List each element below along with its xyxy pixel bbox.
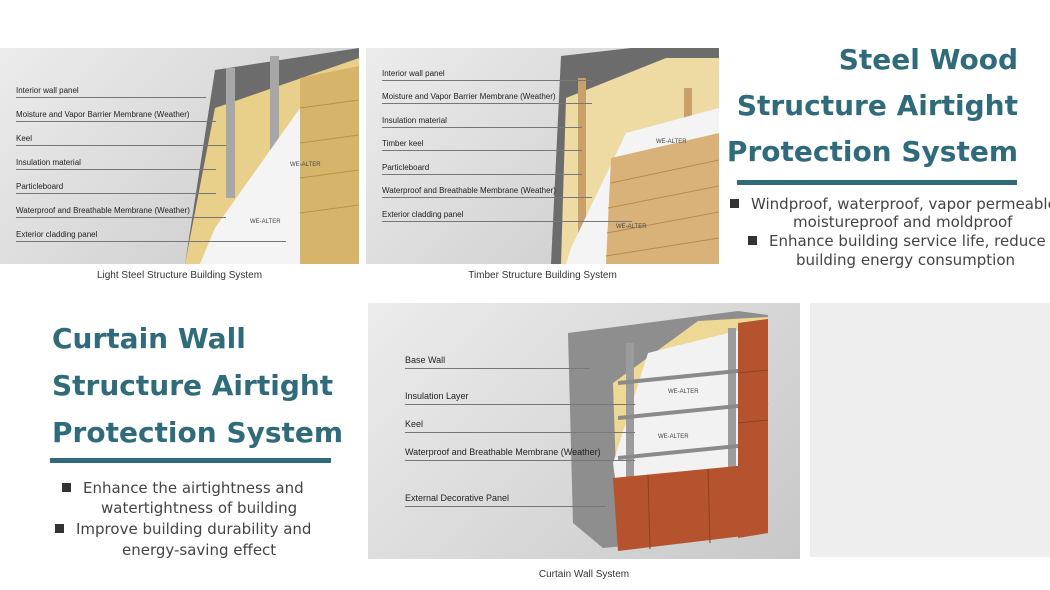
callout-label: Moisture and Vapor Barrier Membrane (Wea…	[16, 110, 190, 119]
light-steel-diagram: WE-ALTER WE-ALTER Interior wall panel Moi…	[0, 48, 359, 264]
callout-line	[405, 368, 590, 369]
timber-diagram: WE-ALTER WE-ALTER Interior wall panel Moi…	[366, 48, 719, 264]
callout-label: Insulation Layer	[405, 391, 469, 401]
keel-post	[270, 56, 279, 196]
callout-line	[16, 121, 216, 122]
steel-wood-bullet: Enhance building service life, reduce	[748, 232, 1046, 251]
callout-label: Timber keel	[382, 139, 424, 148]
keel-post	[626, 343, 634, 483]
callout-line	[382, 150, 582, 151]
steel-wood-title-line: Structure Airtight	[736, 89, 1018, 122]
steel-wood-bullet-continuation: moistureproof and moldproof	[793, 213, 1013, 231]
brand-label: WE-ALTER	[250, 219, 281, 225]
callout-label: Particleboard	[382, 163, 430, 172]
callout-label: Waterproof and Breathable Membrane (Weat…	[16, 206, 190, 215]
callout-label: Exterior cladding panel	[382, 210, 464, 219]
callout-line	[405, 432, 635, 433]
callout-label: Keel	[405, 419, 424, 429]
callout-label: Base Wall	[405, 355, 446, 365]
callout-line	[16, 97, 206, 98]
brand-label: WE-ALTER	[668, 389, 699, 395]
steel-wood-title-underline	[737, 180, 1017, 185]
brand-label: WE-ALTER	[290, 162, 321, 168]
light-steel-caption: Light Steel Structure Building System	[96, 270, 263, 281]
bullet-text: Enhance the airtightness and	[83, 479, 304, 497]
callout-label: External Decorative Panel	[405, 493, 510, 503]
callout-line	[16, 193, 216, 194]
bullet-text: Improve building durability and	[76, 520, 312, 538]
cladding-layer	[300, 66, 359, 264]
callout-line	[382, 103, 592, 104]
bullet-text: Windproof, waterproof, vapor permeable,	[751, 195, 1050, 213]
blank-panel	[810, 303, 1050, 557]
callout-line	[382, 80, 592, 81]
callout-line	[382, 221, 632, 222]
bullet-square-icon	[730, 199, 739, 208]
timber-caption: Timber Structure Building System	[468, 270, 617, 281]
brand-label: WE-ALTER	[658, 434, 689, 440]
curtain-wall-caption: Curtain Wall System	[538, 569, 630, 580]
callout-line	[405, 460, 635, 461]
callout-line	[16, 241, 286, 242]
curtain-wall-illustration: WE-ALTER WE-ALTER	[568, 311, 769, 551]
callout-label: Exterior cladding panel	[16, 230, 98, 239]
steel-wood-bullet: Windproof, waterproof, vapor permeable,	[730, 195, 1050, 214]
timber-illustration: WE-ALTER WE-ALTER	[551, 48, 719, 264]
steel-wood-title-line: Steel Wood	[838, 43, 1018, 76]
bullet-text: Enhance building service life, reduce	[769, 232, 1046, 250]
callout-line	[16, 217, 226, 218]
callout-line	[382, 174, 582, 175]
bullet-square-icon	[62, 483, 71, 492]
curtain-wall-title-line: Curtain Wall	[52, 322, 246, 355]
bullet-square-icon	[55, 524, 64, 533]
curtain-wall-bullet-continuation: watertightness of building	[101, 499, 298, 517]
callout-line	[16, 145, 226, 146]
callout-label: Moisture and Vapor Barrier Membrane (Wea…	[382, 92, 556, 101]
callout-line	[405, 404, 635, 405]
callout-line	[382, 127, 582, 128]
steel-wood-bullet-continuation: building energy consumption	[796, 251, 1016, 269]
callout-line	[382, 197, 592, 198]
callout-line	[405, 506, 605, 507]
callout-label: Waterproof and Breathable Membrane (Weat…	[382, 186, 556, 195]
callout-label: Waterproof and Breathable Membrane (Weat…	[405, 447, 601, 457]
callout-label: Keel	[16, 134, 33, 143]
light-steel-illustration: WE-ALTER WE-ALTER	[185, 48, 359, 264]
callout-line	[16, 169, 216, 170]
curtain-wall-title-line: Structure Airtight	[52, 369, 334, 402]
curtain-wall-bullet-continuation: energy-saving effect	[122, 541, 277, 559]
curtain-wall-title-underline	[50, 458, 331, 463]
callout-label: Insulation material	[382, 116, 447, 125]
curtain-wall-bullet: Enhance the airtightness and	[62, 479, 304, 498]
timber-keel	[578, 78, 586, 238]
brand-label: WE-ALTER	[656, 139, 687, 145]
keel-post	[226, 68, 235, 198]
callout-label: Interior wall panel	[16, 86, 79, 95]
callout-label: Interior wall panel	[382, 69, 445, 78]
curtain-wall-diagram: WE-ALTER WE-ALTER Base Wall Insulation La…	[368, 303, 800, 559]
brand-label: WE-ALTER	[616, 224, 647, 230]
bullet-square-icon	[748, 236, 757, 245]
callout-label: Insulation material	[16, 158, 81, 167]
brick-panel	[613, 463, 768, 551]
curtain-wall-bullet: Improve building durability and	[55, 520, 311, 539]
steel-wood-title-line: Protection System	[726, 135, 1018, 168]
callout-label: Particleboard	[16, 182, 64, 191]
curtain-wall-title-line: Protection System	[52, 416, 344, 449]
keel-post	[728, 328, 736, 478]
